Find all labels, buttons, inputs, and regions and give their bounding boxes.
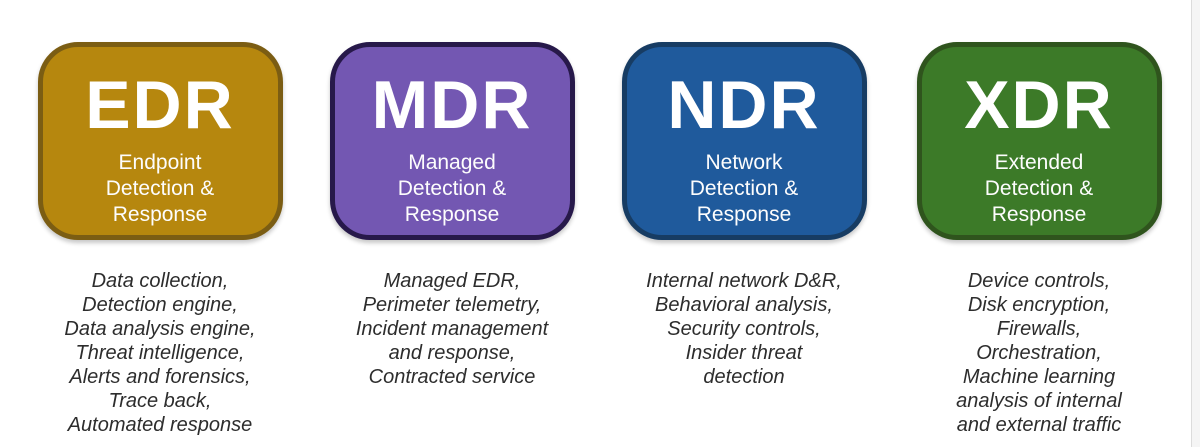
edr-features: Data collection, Detection engine, Data …: [64, 270, 256, 436]
mdr-card: MDR Managed Detection & Response: [329, 42, 575, 240]
mdr-acronym: MDR: [371, 67, 533, 144]
xdr-acronym: XDR: [964, 67, 1114, 144]
ndr-features: Internal network D&R, Behavioral analysi…: [646, 270, 842, 388]
xdr-card: XDR Extended Detection & Response: [916, 42, 1162, 240]
column-ndr: NDR Network Detection & Response Interna…: [598, 42, 890, 389]
edr-full-name: Endpoint Detection & Response: [105, 150, 215, 226]
ndr-card: NDR Network Detection & Response: [621, 42, 867, 240]
xdr-full-name: Extended Detection & Response: [984, 150, 1094, 226]
mdr-full-name: Managed Detection & Response: [397, 150, 507, 226]
mdr-features: Managed EDR, Perimeter telemetry, Incide…: [355, 270, 549, 388]
page-edge-strip: [1191, 0, 1200, 447]
edr-acronym: EDR: [85, 67, 235, 144]
ndr-acronym: NDR: [667, 67, 821, 144]
ndr-full-name: Network Detection & Response: [689, 150, 799, 226]
column-mdr: MDR Managed Detection & Response Managed…: [306, 42, 598, 389]
column-edr: EDR Endpoint Detection & Response Data c…: [14, 42, 306, 437]
column-xdr: XDR Extended Detection & Response Device…: [893, 42, 1185, 437]
edr-card: EDR Endpoint Detection & Response: [37, 42, 283, 240]
xdr-features: Device controls, Disk encryption, Firewa…: [956, 270, 1122, 436]
